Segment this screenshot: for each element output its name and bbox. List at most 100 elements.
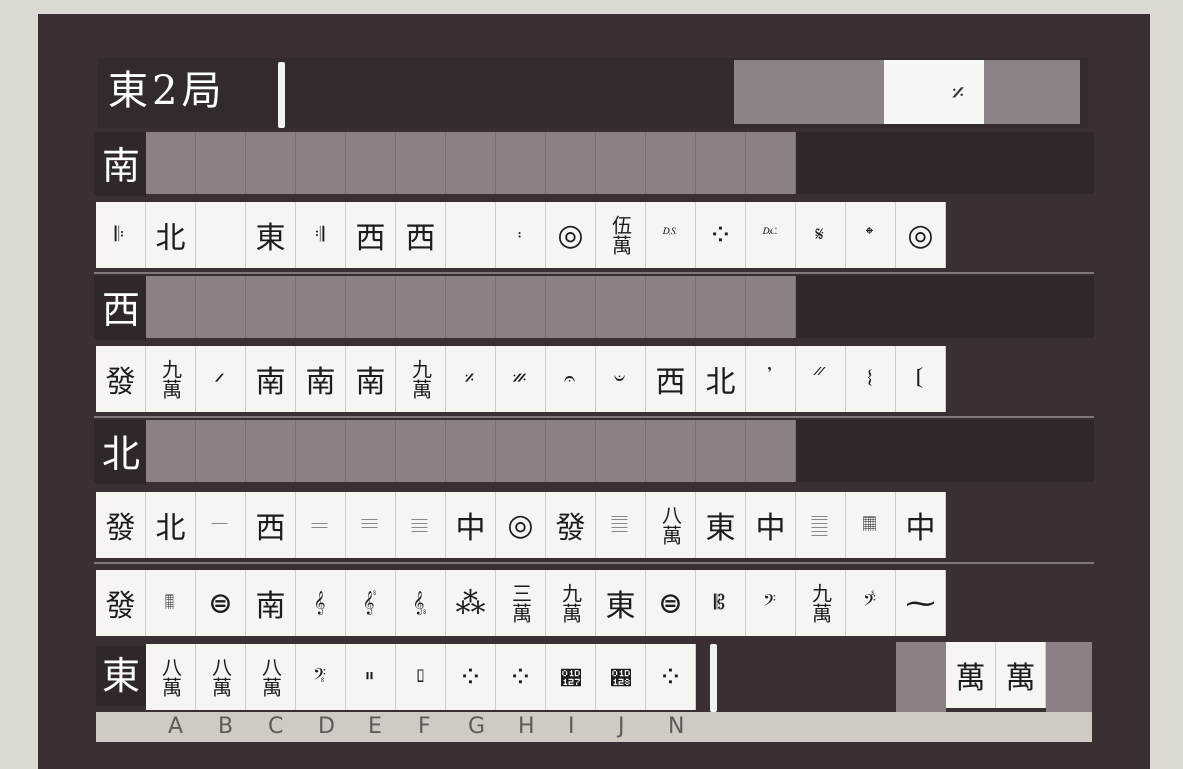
mahjong-tile: ◎ <box>546 202 596 268</box>
mahjong-tile: 𝄘 <box>346 492 396 558</box>
north-hidden-hand <box>146 420 796 482</box>
mahjong-tile[interactable]: ⁘ <box>646 644 696 710</box>
tile-back <box>146 420 196 482</box>
mahjong-tile: 九萬 <box>146 346 196 412</box>
tile-back <box>496 276 546 338</box>
tile-back <box>746 420 796 482</box>
mahjong-tile: 南 <box>246 346 296 412</box>
mahjong-tile: 伍萬 <box>596 202 646 268</box>
mahjong-tile[interactable]: 八萬 <box>196 644 246 710</box>
east-player-hand: 八萬八萬八萬𝄤𝄥𝄦⁘⁘𝄧𝄨⁘ <box>146 644 696 710</box>
mahjong-tile: 中 <box>446 492 496 558</box>
mahjong-tile: 𝄛 <box>796 492 846 558</box>
mahjong-tile: 南 <box>346 346 396 412</box>
tile-back <box>696 420 746 482</box>
mahjong-tile[interactable]: 𝄥 <box>346 644 396 710</box>
mahjong-tile: 中 <box>896 492 946 558</box>
mahjong-tile: ⊜ <box>646 570 696 636</box>
header-cursor <box>278 62 285 128</box>
mahjong-tile: 西 <box>396 202 446 268</box>
mahjong-tile: 東 <box>596 570 646 636</box>
tile-index-letter: A <box>168 714 184 739</box>
mahjong-tile: 發 <box>546 492 596 558</box>
mahjong-tile: 東 <box>246 202 296 268</box>
mahjong-tile: 西 <box>646 346 696 412</box>
mahjong-tile[interactable]: 𝄦 <box>396 644 446 710</box>
tile-back <box>496 420 546 482</box>
tile-back <box>246 276 296 338</box>
mahjong-tile[interactable]: ⁘ <box>446 644 496 710</box>
mahjong-tile: ⁘ <box>696 202 746 268</box>
mahjong-tile: 九萬 <box>546 570 596 636</box>
tile-index-letter: N <box>668 714 685 739</box>
mahjong-tile[interactable]: 八萬 <box>246 644 296 710</box>
mahjong-tile: 𝄢 <box>746 570 796 636</box>
tile-back <box>196 420 246 482</box>
mahjong-tile: 𝄌 <box>846 202 896 268</box>
tile-back <box>346 420 396 482</box>
south-hidden-hand <box>146 132 796 194</box>
tile-back <box>196 276 246 338</box>
mahjong-tile: 𝄕 <box>896 346 946 412</box>
tile-back <box>296 420 346 482</box>
mahjong-tile: 𝄡 <box>696 570 746 636</box>
tile-back <box>146 132 196 194</box>
tile-index-letter: C <box>268 714 284 739</box>
mahjong-tile: 八萬 <box>646 492 696 558</box>
mahjong-tile: 𝄠 <box>396 570 446 636</box>
mahjong-tile: 北 <box>146 492 196 558</box>
divider <box>94 416 1094 418</box>
mahjong-tile: 𝄚 <box>596 492 646 558</box>
tile-back <box>396 420 446 482</box>
tile-back <box>696 132 746 194</box>
dead-wall <box>734 60 884 124</box>
mahjong-tile: 萬 <box>996 642 1046 708</box>
mahjong-tile: 𝄏 <box>496 346 546 412</box>
mahjong-tile: 𝄉 <box>646 202 696 268</box>
hand-cursor <box>710 644 717 712</box>
wind-label-south: 南 <box>96 136 146 196</box>
east-meld-area-right <box>1046 642 1092 712</box>
mahjong-tile: 萬 <box>946 642 996 708</box>
east-meld-area <box>896 642 946 712</box>
mahjong-tile: 西 <box>346 202 396 268</box>
tile-back <box>646 276 696 338</box>
north-discards: 發北𝄖西𝄗𝄘𝄙中◎發𝄚八萬東中𝄛𝄜中 <box>96 492 946 558</box>
mahjong-tile: 𝄐 <box>546 346 596 412</box>
tile-back <box>496 132 546 194</box>
mahjong-tile: ⁓ <box>896 570 946 636</box>
tile-back <box>196 132 246 194</box>
tile-back <box>296 132 346 194</box>
tile-index-letter: F <box>418 714 431 739</box>
mahjong-tile[interactable]: 𝄨 <box>596 644 646 710</box>
mahjong-tile: 北 <box>146 202 196 268</box>
mahjong-tile: 𝄣 <box>846 570 896 636</box>
mahjong-tile: 𝄎 <box>446 346 496 412</box>
mahjong-tile: 𝄖 <box>196 492 246 558</box>
tile-index-letter: G <box>468 714 486 739</box>
dora-tile-face: 𝄎 <box>951 79 965 109</box>
mahjong-tile[interactable]: 𝄧 <box>546 644 596 710</box>
tile-back <box>246 132 296 194</box>
mahjong-tile: 𝄈 <box>496 202 546 268</box>
tile-back <box>446 276 496 338</box>
mahjong-tile: 𝄟 <box>346 570 396 636</box>
mahjong-tile[interactable]: 𝄤 <box>296 644 346 710</box>
tile-back <box>596 276 646 338</box>
tile-back <box>346 132 396 194</box>
mahjong-tile: ◎ <box>896 202 946 268</box>
mahjong-tile <box>446 202 496 268</box>
mahjong-tile: 𝄙 <box>396 492 446 558</box>
tile-index-letter: J <box>618 714 625 739</box>
mahjong-tile: 𝄊 <box>746 202 796 268</box>
tile-back <box>396 132 446 194</box>
mahjong-tile: 𝄋 <box>796 202 846 268</box>
mahjong-tile: 𝄜 <box>846 492 896 558</box>
mahjong-tile[interactable]: 八萬 <box>146 644 196 710</box>
mahjong-tile[interactable]: ⁘ <box>496 644 546 710</box>
mahjong-tile: ⁂ <box>446 570 496 636</box>
round-title: 東2局 <box>108 68 226 114</box>
tile-back <box>396 276 446 338</box>
mahjong-tile: 𝄑 <box>596 346 646 412</box>
mahjong-tile <box>196 202 246 268</box>
